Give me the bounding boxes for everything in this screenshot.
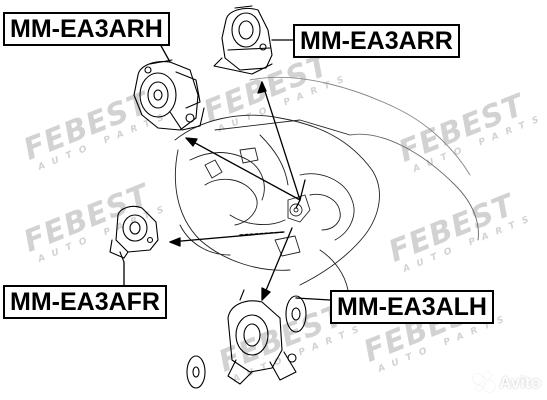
part-ea3arh-drawing xyxy=(133,59,205,131)
part-label-ea3arh: MM-EA3ARH xyxy=(3,12,170,46)
avito-logo-icon xyxy=(473,372,496,394)
avito-text: Avito xyxy=(499,373,541,392)
part-label-ea3alh: MM-EA3ALH xyxy=(330,290,494,324)
part-label-ea3arr: MM-EA3ARR xyxy=(293,24,460,58)
part-ea3afr-drawing xyxy=(109,205,159,263)
part-ea3arr-drawing xyxy=(213,5,273,75)
part-ea3alh-drawing xyxy=(186,289,307,389)
leader-lines xyxy=(123,39,331,301)
avito-watermark: Avito xyxy=(473,372,541,394)
engine-body-drawing xyxy=(174,76,479,291)
part-label-ea3afr: MM-EA3AFR xyxy=(3,285,167,319)
